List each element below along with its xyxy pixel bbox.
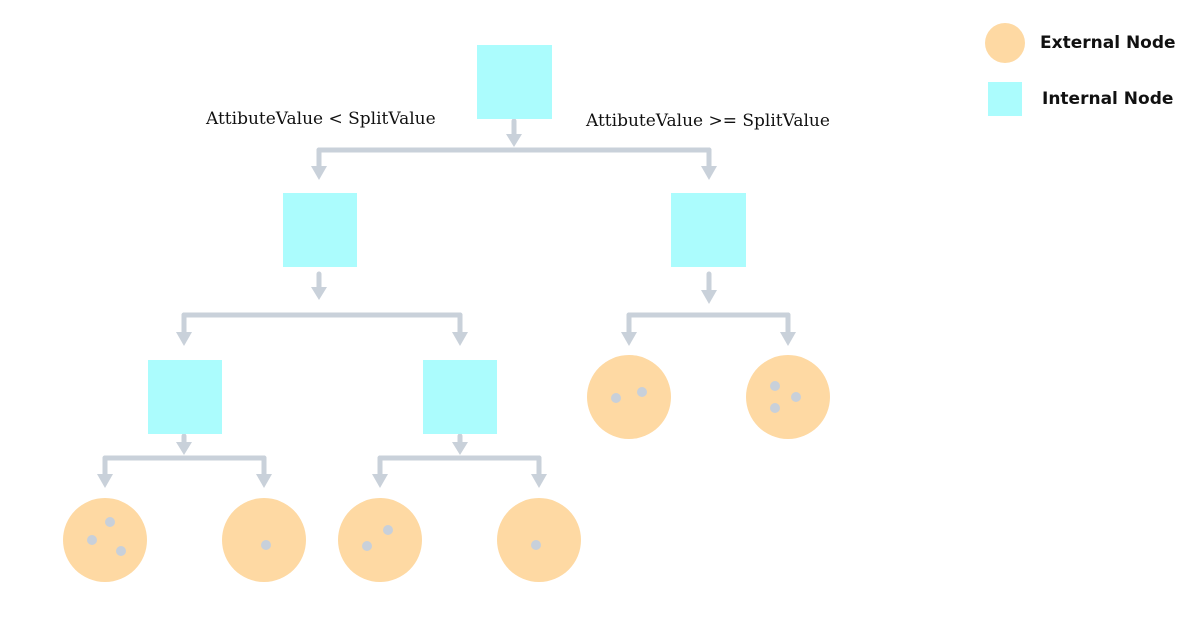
legend-internal-label: Internal Node (1042, 89, 1174, 109)
connector-left-arrows (176, 287, 468, 346)
data-point (87, 535, 97, 545)
connector-left (181, 271, 463, 337)
connector-right-arrows (621, 290, 796, 346)
external-node-5 (587, 355, 671, 439)
internal-node-left-right (423, 360, 497, 434)
data-point (261, 540, 271, 550)
data-point (116, 546, 126, 556)
data-point (637, 387, 647, 397)
external-node-swatch (985, 23, 1025, 63)
external-node-3 (338, 498, 422, 582)
connector-lr-arrows (372, 442, 547, 488)
data-point (383, 525, 393, 535)
data-point (362, 541, 372, 551)
legend-external-label: External Node (1040, 33, 1176, 53)
right-split-label: AttibuteValue >= SplitValue (586, 111, 830, 131)
connector-right (626, 271, 791, 337)
legend-internal: Internal Node (988, 82, 1173, 116)
external-node-2 (222, 498, 306, 582)
left-split-label: AttibuteValue < SplitValue (206, 109, 436, 129)
connector-ll-arrows (97, 442, 272, 488)
data-point (531, 540, 541, 550)
external-node-4 (497, 498, 581, 582)
connector-root-arrows (311, 134, 717, 180)
internal-node-swatch (988, 82, 1022, 116)
external-node-1 (63, 498, 147, 582)
data-point (105, 517, 115, 527)
internal-node-root (477, 45, 552, 119)
data-point (611, 393, 621, 403)
data-point (770, 403, 780, 413)
data-point (770, 381, 780, 391)
internal-node-left (283, 193, 357, 267)
data-point (791, 392, 801, 402)
internal-node-left-left (148, 360, 222, 434)
external-node-6 (746, 355, 830, 439)
internal-node-right (671, 193, 746, 267)
legend-external: External Node (985, 23, 1176, 63)
